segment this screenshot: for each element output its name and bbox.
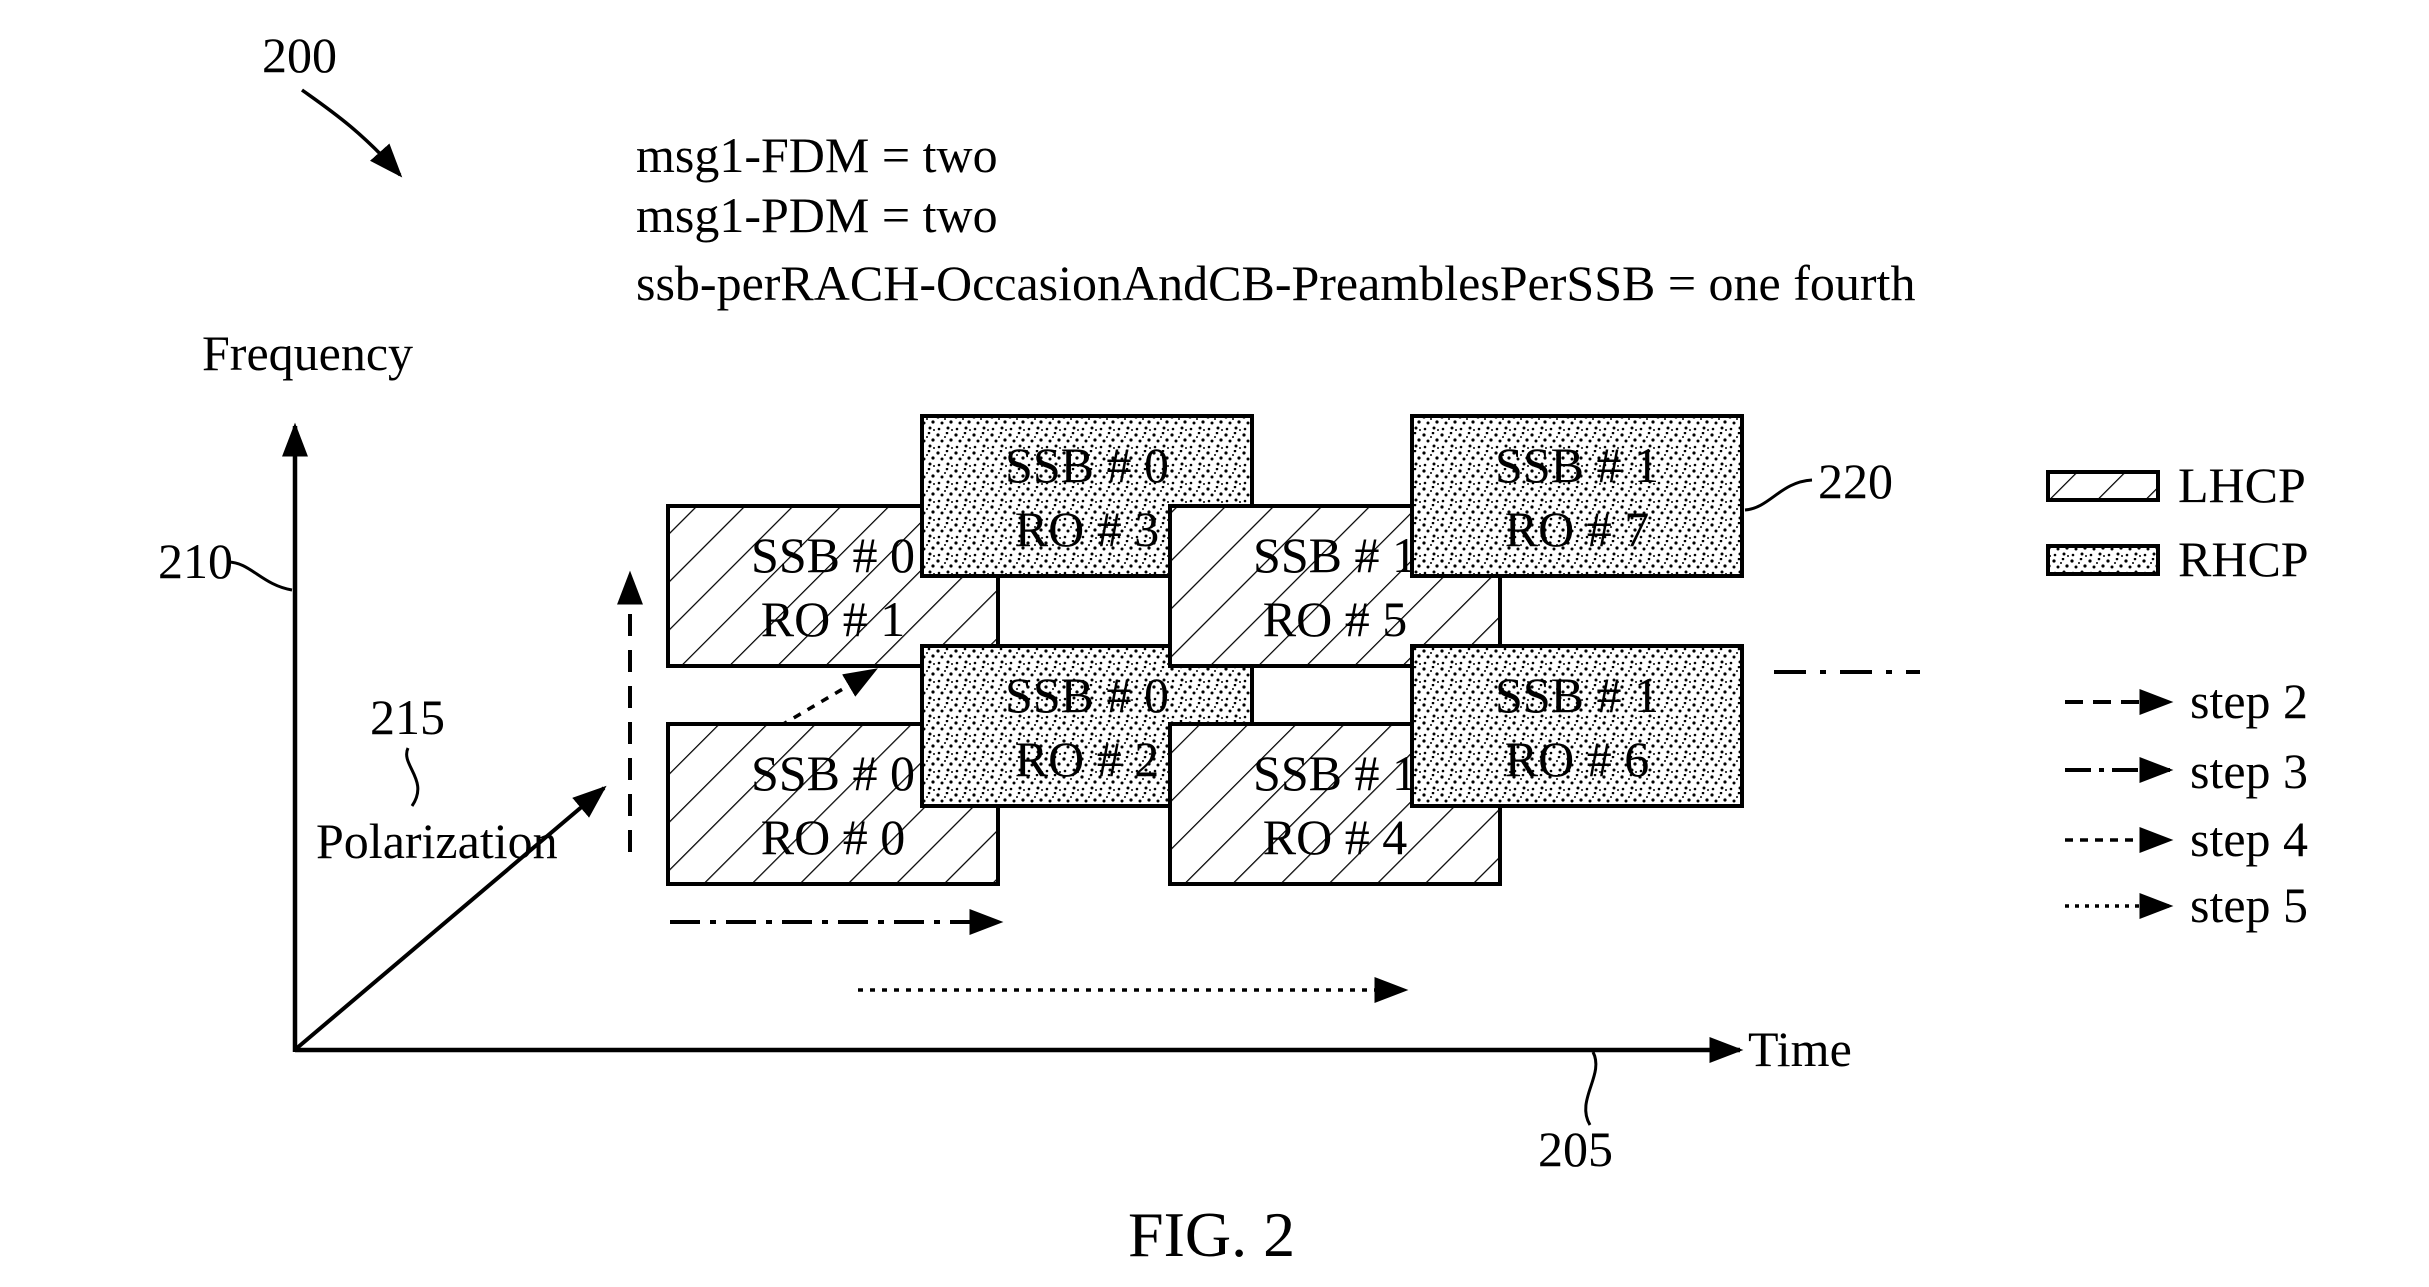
param-msg1-fdm: msg1-FDM = two bbox=[636, 127, 998, 183]
ro-block-ro-label: RO # 3 bbox=[1015, 501, 1159, 557]
ro-block-ssb-label: SSB # 1 bbox=[1495, 667, 1659, 723]
figure-number-pointer bbox=[300, 88, 403, 178]
rhcp-block-rect bbox=[1410, 644, 1744, 808]
ro-block-ssb-label: SSB # 0 bbox=[751, 745, 915, 801]
ro-block-ssb-label: SSB # 1 bbox=[1253, 527, 1417, 583]
ro-block: SSB # 0 RO # 3 bbox=[920, 414, 1254, 578]
polarization-axis-label: Polarization bbox=[316, 813, 558, 869]
legend-rhcp-label: RHCP bbox=[2178, 531, 2309, 587]
ro-block-ro-label: RO # 2 bbox=[1015, 731, 1159, 787]
ro-block-ro-label: RO # 4 bbox=[1263, 809, 1407, 865]
param-ssb-per-rach: ssb-perRACH-OccasionAndCB-PreamblesPerSS… bbox=[636, 255, 1915, 311]
time-ref-numeral: 205 bbox=[1538, 1121, 1613, 1177]
param-msg1-pdm: msg1-PDM = two bbox=[636, 187, 998, 243]
legend-lhcp-swatch bbox=[2046, 470, 2160, 502]
ro-block-ro-label: RO # 5 bbox=[1263, 591, 1407, 647]
legend-step5-label: step 5 bbox=[2190, 877, 2308, 933]
frequency-ref-numeral: 210 bbox=[158, 533, 233, 589]
ro-block-ssb-label: SSB # 1 bbox=[1495, 437, 1659, 493]
ro-block-ssb-label: SSB # 0 bbox=[1005, 667, 1169, 723]
ro-block-ssb-label: SSB # 0 bbox=[751, 527, 915, 583]
legend-step4-label: step 4 bbox=[2190, 811, 2308, 867]
ro-block: SSB # 1 RO # 7 bbox=[1410, 414, 1744, 578]
ro-block-ro-label: RO # 6 bbox=[1505, 731, 1649, 787]
legend-step2-label: step 2 bbox=[2190, 673, 2308, 729]
ro-block-ro-label: RO # 0 bbox=[761, 809, 905, 865]
polarization-ref-leader bbox=[405, 747, 420, 807]
step4-arrow bbox=[779, 668, 878, 728]
legend-rhcp-swatch bbox=[2046, 544, 2160, 576]
blocks-ref-numeral: 220 bbox=[1818, 453, 1893, 509]
ro-block-ssb-label: SSB # 1 bbox=[1253, 745, 1417, 801]
ro-block-ro-label: RO # 7 bbox=[1505, 501, 1649, 557]
rhcp-block-rect bbox=[920, 414, 1254, 578]
polarization-ref-numeral: 215 bbox=[370, 689, 445, 745]
time-axis-label: Time bbox=[1748, 1021, 1852, 1077]
ro-block-ssb-label: SSB # 0 bbox=[1005, 437, 1169, 493]
blocks-ref-leader bbox=[1744, 478, 1813, 512]
ro-block: SSB # 1 RO # 6 bbox=[1410, 644, 1744, 808]
figure-number: 200 bbox=[262, 27, 337, 83]
frequency-axis-label: Frequency bbox=[202, 325, 413, 381]
polarization-axis bbox=[295, 785, 607, 1050]
frequency-ref-leader bbox=[227, 560, 293, 592]
legend-step3-label: step 3 bbox=[2190, 743, 2308, 799]
ro-block-ro-label: RO # 1 bbox=[761, 591, 905, 647]
figure-caption: FIG. 2 bbox=[1128, 1199, 1295, 1270]
ro-block: SSB # 0 RO # 1 bbox=[666, 504, 1000, 668]
time-ref-leader bbox=[1584, 1051, 1598, 1126]
legend-lhcp-label: LHCP bbox=[2178, 457, 2306, 513]
rhcp-block-rect bbox=[1410, 414, 1744, 578]
